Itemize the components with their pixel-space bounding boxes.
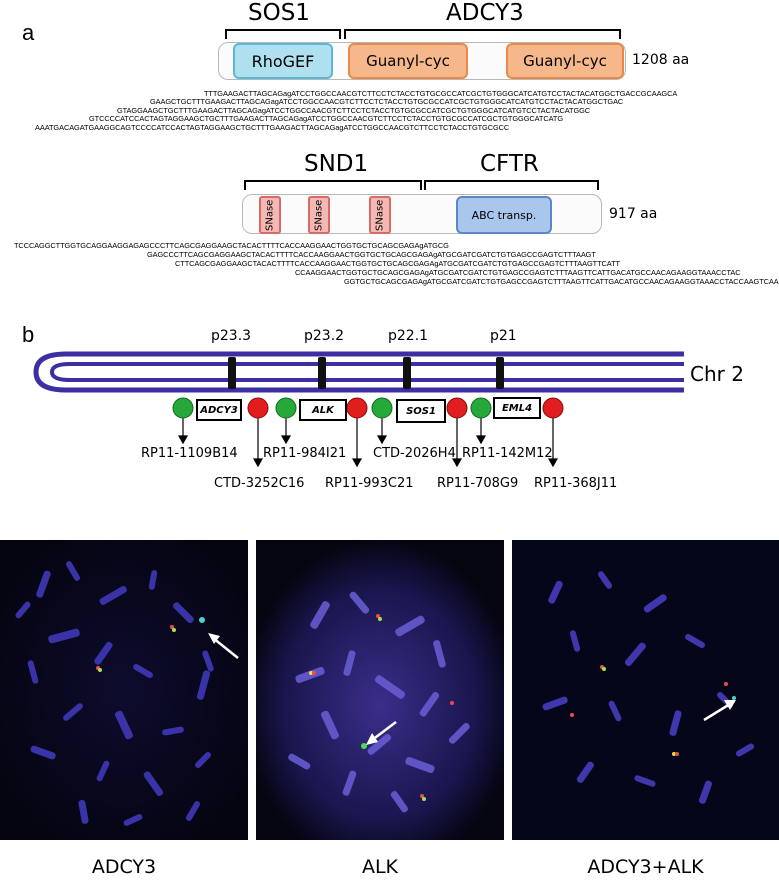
gene-cftr-label: CFTR bbox=[480, 151, 539, 177]
probe-label-rp11-993c21: RP11-993C21 bbox=[325, 476, 414, 491]
metaphase-spread bbox=[512, 540, 779, 840]
sequence-line: GTAGGAAGCTGCTTTGAAGACTTAGCAGagATCCTGGCCA… bbox=[117, 106, 591, 115]
gene-box-eml4: EML4 bbox=[493, 397, 541, 419]
probe-label-rp11-368j11: RP11-368J11 bbox=[534, 476, 618, 491]
adcy3-bracket bbox=[344, 29, 621, 39]
band-p23-2: p23.2 bbox=[304, 328, 345, 344]
metaphase-spread bbox=[256, 540, 504, 840]
sequence-line: CCAAGGAACTGGTGCTGCAGCGAGAgATGCGATCGATCTG… bbox=[295, 268, 741, 277]
sos1-bracket bbox=[225, 29, 341, 39]
band-p22-1: p22.1 bbox=[388, 328, 429, 344]
sequence-line: AAATGACAGATGAAGGCAGTCCCCATCCACTAGTAGGAAG… bbox=[35, 123, 510, 132]
probe-label-rp11-708g9: RP11-708G9 bbox=[437, 476, 519, 491]
probe-arrows bbox=[177, 417, 559, 468]
sequence-line: CTTCAGCGAGGAAGCTACACTTTTCACCAAGGAACTGGTG… bbox=[175, 259, 620, 268]
guanyl-cyc-domain-2: Guanyl-cyc bbox=[506, 43, 624, 79]
probe-label-rp11-1109b14: RP11-1109B14 bbox=[141, 446, 238, 461]
probe-map bbox=[172, 397, 564, 468]
fish-label-alk: ALK bbox=[361, 856, 399, 878]
band-p23-3: p23.3 bbox=[211, 328, 252, 344]
sequence-line: GGTGCTGCAGCGAGAgATGCGATCGATCTGTGAGCCGAGT… bbox=[344, 277, 779, 286]
fish-image-adcy3 bbox=[0, 540, 248, 840]
sequence-line: GTCCCCATCCACTAGTAGGAAGCTGCTTTGAAGACTTAGC… bbox=[89, 114, 564, 123]
snd1-bracket bbox=[244, 180, 422, 190]
gene-box-alk: ALK bbox=[299, 399, 347, 421]
snase-domain-2: SNase bbox=[308, 196, 330, 234]
abc-transp-domain: ABC transp. bbox=[456, 196, 552, 234]
panel-b-letter: b bbox=[22, 322, 35, 347]
protein1-length: 1208 aa bbox=[632, 52, 690, 68]
guanyl-cyc-domain-1: Guanyl-cyc bbox=[348, 43, 468, 79]
gene-sos1-label: SOS1 bbox=[248, 0, 310, 26]
chromosome-label: Chr 2 bbox=[690, 362, 744, 386]
snase-domain-1: SNase bbox=[259, 196, 281, 234]
sequence-line: GAAGCTGCTTTGAAGACTTAGCAGagATCCTGGCCAACGT… bbox=[150, 97, 624, 106]
sequence-line: TCCCAGGCTTGGTGCAGGAAGGAGAGCCCTTCAGCGAGGA… bbox=[14, 241, 449, 250]
probe-label-rp11-142m12: RP11-142M12 bbox=[462, 446, 553, 461]
fish-image-adcy3-alk bbox=[512, 540, 779, 840]
metaphase-spread bbox=[0, 540, 248, 840]
gene-box-adcy3: ADCY3 bbox=[196, 399, 242, 421]
sequence-line: TTTGAAGACTTAGCAGagATCCTGGCCAACGTCTTCCTCT… bbox=[204, 89, 678, 98]
probe-label-ctd-3252c16: CTD-3252C16 bbox=[214, 476, 305, 491]
protein2-length: 917 aa bbox=[609, 206, 658, 222]
band-p21: p21 bbox=[490, 328, 517, 344]
gene-adcy3-label: ADCY3 bbox=[446, 0, 524, 26]
chromosome-2-ideogram bbox=[33, 351, 684, 393]
sequence-line: GAGCCCTTCAGCGAGGAAGCTACACTTTTCACCAAGGAAC… bbox=[147, 250, 596, 259]
fish-image-alk bbox=[256, 540, 504, 840]
gene-box-sos1: SOS1 bbox=[396, 399, 446, 423]
fish-label-adcy3: ADCY3 bbox=[91, 856, 157, 878]
fish-label-adcy3-alk: ADCY3+ALK bbox=[587, 856, 704, 878]
snase-domain-3: SNase bbox=[369, 196, 391, 234]
gene-snd1-label: SND1 bbox=[304, 151, 369, 177]
panel-a-letter: a bbox=[22, 20, 35, 45]
probe-label-ctd-2026h4: CTD-2026H4 bbox=[373, 446, 456, 461]
cftr-bracket bbox=[424, 180, 599, 190]
probe-label-rp11-984i21: RP11-984I21 bbox=[263, 446, 347, 461]
rhogef-domain: RhoGEF bbox=[233, 43, 333, 79]
